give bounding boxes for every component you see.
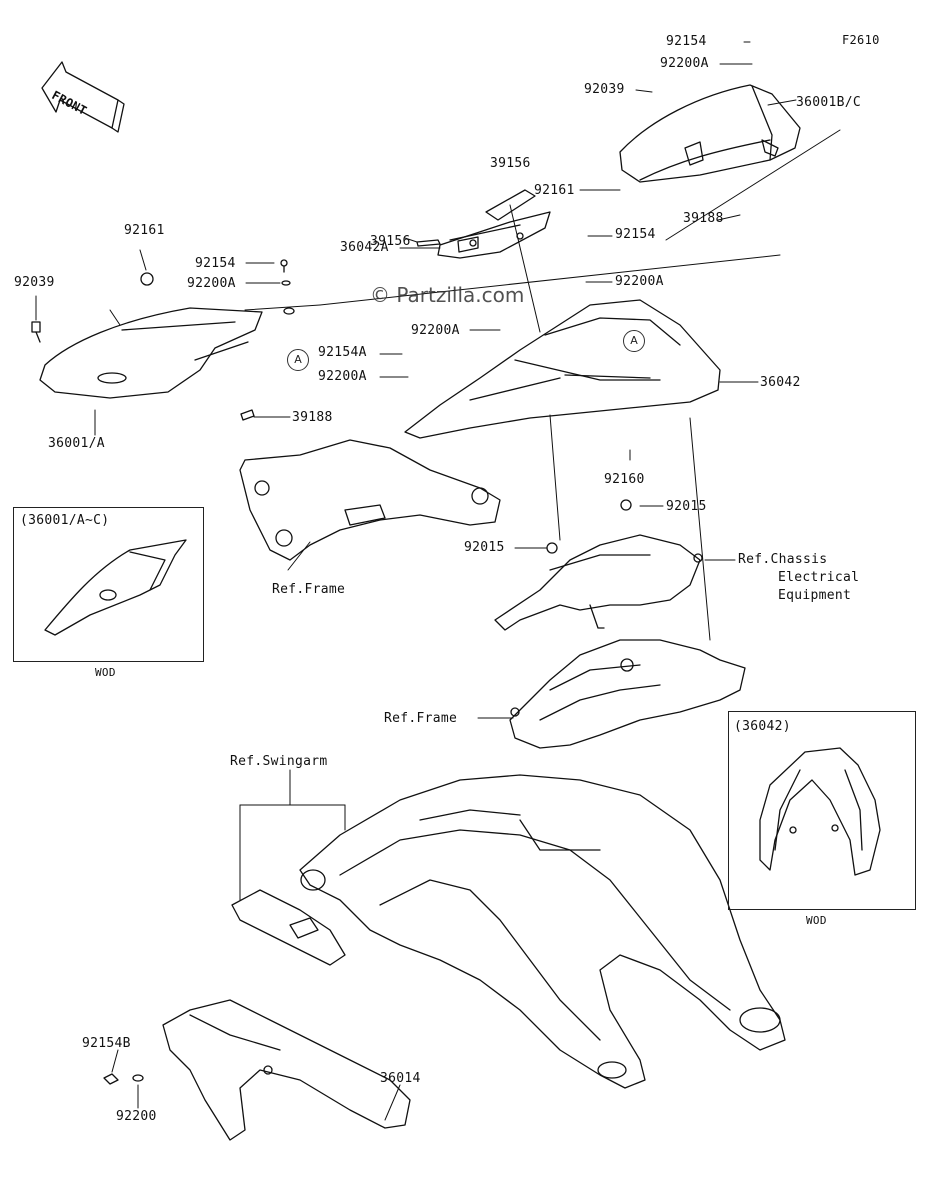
fastener-icon bbox=[31, 259, 295, 421]
part-label-39188: 39188 bbox=[292, 410, 333, 425]
ref-chassis-electrical: Equipment bbox=[778, 588, 852, 603]
part-label-39156: 39156 bbox=[370, 234, 411, 249]
part-label-36014: 36014 bbox=[380, 1071, 421, 1086]
leader-lines bbox=[35, 41, 841, 1121]
swingarm bbox=[299, 774, 786, 1089]
ref-swingarm: Ref.Swingarm bbox=[230, 754, 328, 769]
inset-cowl-caption: WOD bbox=[95, 666, 116, 679]
ref-chassis-electrical: Ref.Chassis bbox=[738, 552, 828, 567]
part-label-36001bc: 36001B/C bbox=[796, 95, 862, 110]
callout-a-right: A bbox=[623, 330, 645, 352]
electrical-tray bbox=[494, 499, 703, 631]
bracket-36042a bbox=[437, 189, 551, 259]
part-label-92154: 92154 bbox=[615, 227, 656, 242]
ref-chassis-electrical: Electrical bbox=[778, 570, 860, 585]
part-label-92200a: 92200A bbox=[411, 323, 460, 338]
seat-cowl-36001a bbox=[39, 307, 263, 399]
part-label-92200a: 92200A bbox=[318, 369, 367, 384]
part-label-92015: 92015 bbox=[666, 499, 707, 514]
strip-39156 bbox=[416, 239, 441, 247]
figure-code: F2610 bbox=[842, 33, 880, 47]
rear-subframe bbox=[509, 639, 746, 749]
ref-frame-lower: Ref.Frame bbox=[384, 711, 458, 726]
part-label-36042a: 36042A bbox=[340, 240, 389, 255]
inset-frame-title: (36042) bbox=[734, 719, 791, 734]
inset-box-frame bbox=[728, 711, 916, 910]
part-label-92161: 92161 bbox=[534, 183, 575, 198]
ref-frame-upper: Ref.Frame bbox=[272, 582, 346, 597]
inset-cowl-title: (36001/A~C) bbox=[20, 513, 110, 528]
inset-frame-caption: WOD bbox=[806, 914, 827, 927]
part-label-92200a: 92200A bbox=[660, 56, 709, 71]
chain-slider bbox=[231, 889, 346, 966]
part-label-92154: 92154 bbox=[666, 34, 707, 49]
part-label-92161: 92161 bbox=[124, 223, 165, 238]
watermark: © Partzilla.com bbox=[370, 283, 525, 307]
part-label-92154b: 92154B bbox=[82, 1036, 131, 1051]
part-label-36001a: 36001/A bbox=[48, 436, 105, 451]
front-arrow-icon bbox=[41, 61, 125, 133]
part-label-92200a: 92200A bbox=[615, 274, 664, 289]
callout-a-left: A bbox=[287, 349, 309, 371]
fastener-icon bbox=[103, 1073, 144, 1085]
part-label-92200: 92200 bbox=[116, 1109, 157, 1124]
part-label-92039: 92039 bbox=[584, 82, 625, 97]
part-label-92160: 92160 bbox=[604, 472, 645, 487]
inset-cowl-illustration bbox=[44, 539, 187, 636]
part-label-39156: 39156 bbox=[490, 156, 531, 171]
frame-upper-ref bbox=[239, 439, 501, 561]
part-label-92039: 92039 bbox=[14, 275, 55, 290]
inset-frame-illustration bbox=[759, 747, 881, 876]
part-label-92200a: 92200A bbox=[187, 276, 236, 291]
seat-cowl-36001bc bbox=[619, 84, 801, 183]
part-label-92154: 92154 bbox=[195, 256, 236, 271]
part-label-39188: 39188 bbox=[683, 211, 724, 226]
part-label-92015: 92015 bbox=[464, 540, 505, 555]
inset-box-cowl bbox=[13, 507, 204, 662]
part-label-92154a: 92154A bbox=[318, 345, 367, 360]
chain-guard-36014 bbox=[162, 999, 411, 1141]
part-label-36042: 36042 bbox=[760, 375, 801, 390]
seat-frame-36042 bbox=[404, 299, 721, 439]
